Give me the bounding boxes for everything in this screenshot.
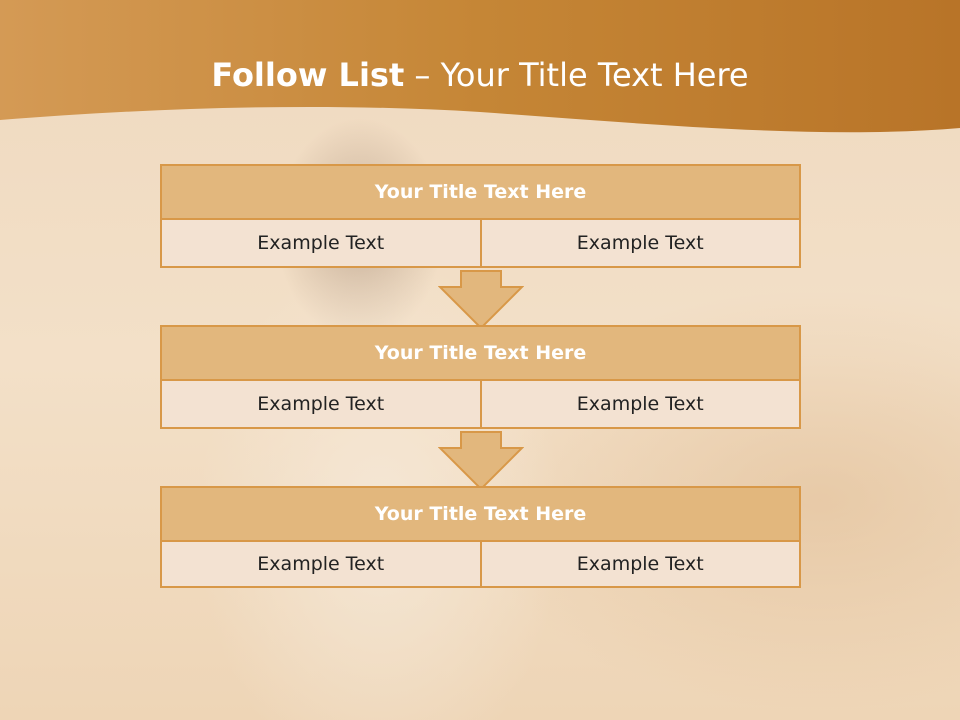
block-row: Example Text Example Text — [160, 381, 801, 429]
block-right-text: Example Text — [481, 381, 801, 429]
list-block-1: Your Title Text Here Example Text Exampl… — [160, 164, 801, 268]
block-title: Your Title Text Here — [160, 164, 801, 220]
block-row: Example Text Example Text — [160, 220, 801, 268]
slide-title: Follow List – Your Title Text Here — [0, 56, 960, 94]
list-block-3: Your Title Text Here Example Text Exampl… — [160, 486, 801, 588]
title-rest: – Your Title Text Here — [404, 56, 749, 94]
block-left-text: Example Text — [160, 381, 482, 429]
title-bold: Follow List — [211, 56, 405, 94]
block-left-text: Example Text — [160, 542, 482, 588]
block-title: Your Title Text Here — [160, 325, 801, 381]
title-banner — [0, 0, 960, 133]
block-right-text: Example Text — [481, 220, 801, 268]
block-row: Example Text Example Text — [160, 542, 801, 588]
down-arrow-icon — [438, 431, 524, 491]
block-right-text: Example Text — [481, 542, 801, 588]
down-arrow-icon — [438, 270, 524, 330]
block-title: Your Title Text Here — [160, 486, 801, 542]
block-left-text: Example Text — [160, 220, 482, 268]
list-block-2: Your Title Text Here Example Text Exampl… — [160, 325, 801, 429]
